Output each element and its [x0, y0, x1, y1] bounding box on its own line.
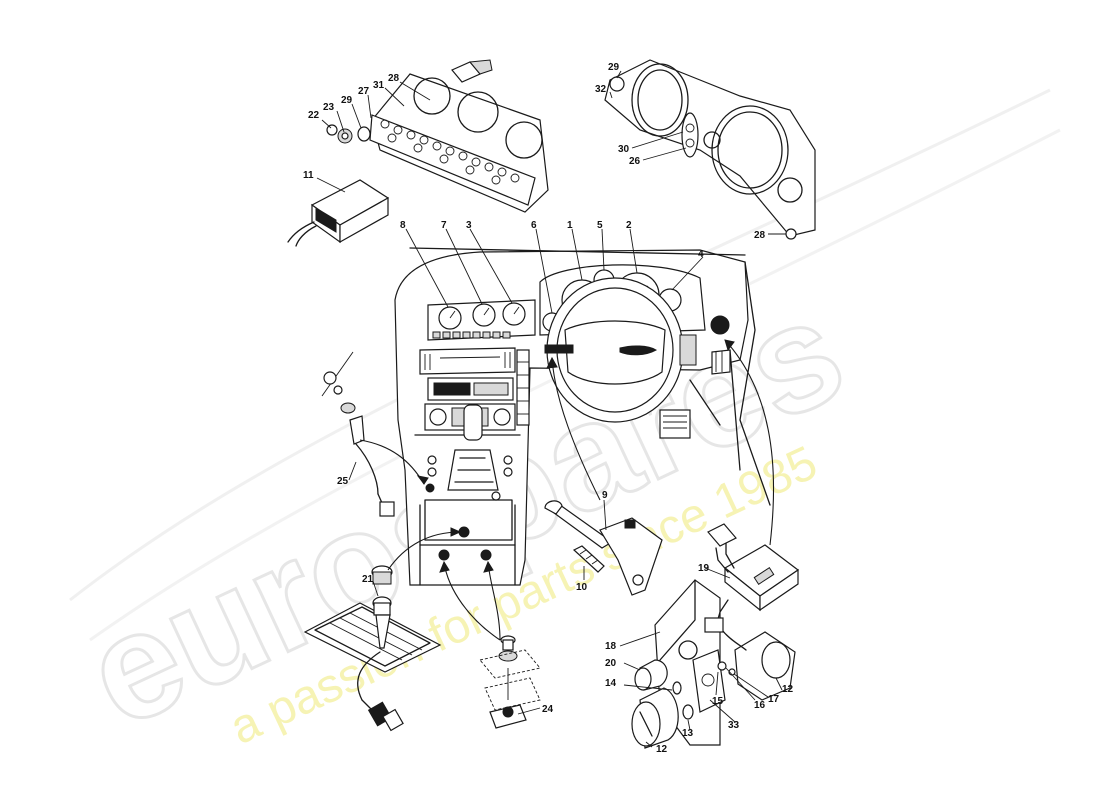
- callout-9: 9: [602, 490, 608, 501]
- callout-28: 28: [388, 73, 400, 84]
- callout-11: 11: [303, 170, 314, 181]
- location-arrows: [359, 339, 775, 641]
- watermark: eurospares a passion for parts since 198…: [61, 88, 1061, 761]
- minor-gauge-panel: [326, 59, 549, 213]
- location-markers: [425, 483, 501, 561]
- callout-26: 26: [629, 156, 641, 167]
- control-module: [287, 179, 390, 247]
- lighter-socket-assembly: [303, 565, 442, 732]
- dashboard: [394, 247, 771, 586]
- leader-lines: [316, 70, 786, 748]
- callout-12-knob: 12: [656, 744, 668, 755]
- stalk-switch: [544, 500, 663, 596]
- callout-16: 16: [754, 700, 766, 711]
- callout-31: 31: [373, 80, 385, 91]
- callout-33: 33: [728, 720, 740, 731]
- callout-15: 15: [712, 696, 724, 707]
- light-switch-assembly: [631, 523, 800, 749]
- callout-5: 5: [597, 220, 603, 231]
- callout-25: 25: [337, 476, 349, 487]
- callout-17: 17: [768, 694, 780, 705]
- callout-12-rheostat: 12: [782, 684, 794, 695]
- switch-assembly-25: [321, 351, 395, 517]
- callout-27: 27: [358, 86, 370, 97]
- callout-29: 29: [341, 95, 353, 106]
- callout-2: 2: [626, 220, 632, 231]
- callout-labels: 22 23 29 27 31 28 11 29 32 30 26 28 8 7 …: [303, 62, 794, 755]
- callout-10: 10: [576, 582, 588, 593]
- callout-4: 4: [698, 249, 704, 260]
- callout-21: 21: [362, 574, 374, 585]
- callout-22: 22: [308, 110, 320, 121]
- callout-20: 20: [605, 658, 617, 669]
- callout-1: 1: [567, 220, 573, 231]
- callout-6: 6: [531, 220, 537, 231]
- callout-30: 30: [618, 144, 630, 155]
- callout-19: 19: [698, 563, 710, 574]
- callout-32: 32: [595, 84, 607, 95]
- callout-7: 7: [441, 220, 447, 231]
- callout-14: 14: [605, 678, 617, 689]
- callout-8: 8: [400, 220, 406, 231]
- callout-18: 18: [605, 641, 617, 652]
- callout-3: 3: [466, 220, 472, 231]
- callout-13: 13: [682, 728, 694, 739]
- callout-28-right: 28: [754, 230, 766, 241]
- callout-23: 23: [323, 102, 335, 113]
- main-gauge-surround: [604, 59, 816, 240]
- callout-29-right: 29: [608, 62, 620, 73]
- callout-24: 24: [542, 704, 554, 715]
- mounting-clip-24: [479, 635, 541, 729]
